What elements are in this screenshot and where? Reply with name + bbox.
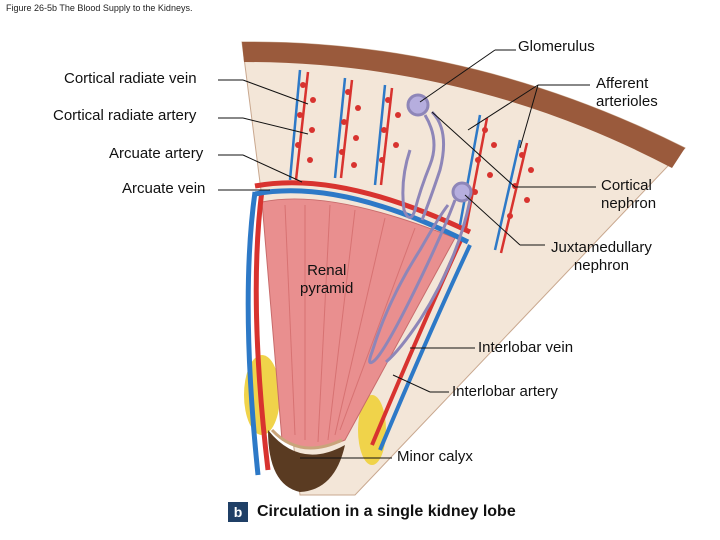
label-afferent-arterioles-line1: Afferent: [596, 75, 649, 92]
juxtamedullary-nephron: [368, 181, 473, 365]
label-renal-pyramid: Renal pyramid: [300, 262, 353, 298]
arcuate-vein: [254, 188, 470, 245]
label-minor-calyx: Minor calyx: [397, 448, 473, 465]
caption-badge: b: [228, 502, 248, 522]
interlobar-vein-right: [378, 244, 472, 451]
label-cortical-nephron: Cortical nephron: [601, 177, 656, 213]
interlobar-vein-left: [245, 191, 261, 476]
label-renal-pyramid-line1: Renal: [307, 262, 347, 279]
label-renal-pyramid-line2: pyramid: [300, 280, 354, 297]
label-afferent-arterioles-line2: arterioles: [596, 93, 658, 110]
label-interlobar-artery: Interlobar artery: [452, 383, 558, 400]
label-juxtamedullary-nephron-line2: nephron: [573, 257, 629, 274]
label-juxtamedullary-nephron-line1: Juxtamedullary: [551, 239, 652, 256]
label-cortical-nephron-line2: nephron: [601, 195, 657, 212]
label-interlobar-vein: Interlobar vein: [478, 339, 574, 356]
figure-caption: b Circulation in a single kidney lobe: [228, 501, 516, 523]
label-cortical-radiate-vein: Cortical radiate vein: [64, 70, 197, 87]
label-juxtamedullary-nephron: Juxtamedullary nephron: [551, 239, 652, 275]
calyx-rim: [270, 428, 343, 450]
minor-calyx: [268, 430, 345, 492]
pyramid-striations: [284, 204, 416, 443]
renal-capsule: [242, 41, 685, 168]
label-arcuate-artery: Arcuate artery: [109, 145, 204, 162]
caption-text: Circulation in a single kidney lobe: [257, 503, 516, 520]
label-cortical-nephron-line1: Cortical: [601, 177, 652, 194]
label-afferent-arterioles: Afferent arterioles: [596, 75, 658, 111]
cortical-nephron: [401, 93, 446, 221]
label-cortical-radiate-artery: Cortical radiate artery: [53, 107, 197, 124]
interlobar-artery-left: [253, 189, 271, 471]
label-glomerulus: Glomerulus: [518, 38, 595, 55]
figure-title: Figure 26-5b The Blood Supply to the Kid…: [6, 3, 193, 13]
label-arcuate-vein: Arcuate vein: [122, 180, 206, 197]
